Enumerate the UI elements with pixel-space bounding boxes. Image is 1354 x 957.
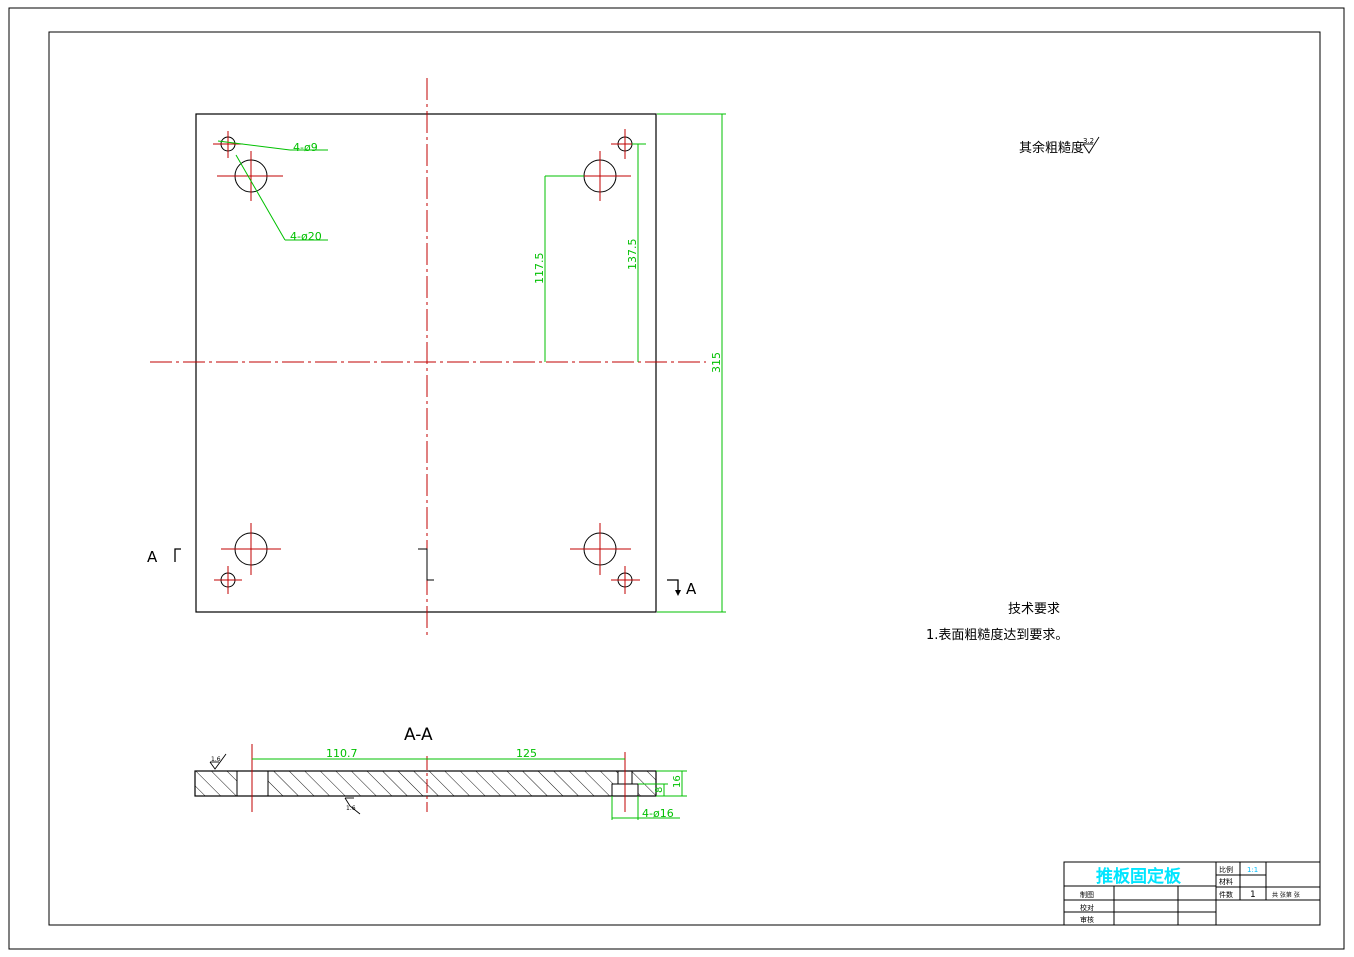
roughness-top-text: 1.6 [211,756,221,763]
section-cut-mark-left: A [147,548,181,566]
title-qty-label: 件数 [1219,890,1233,899]
title-material-label: 材料 [1219,877,1233,886]
dimension-137-5: 137.5 [626,143,646,362]
dimension-110-7: 110.7 [252,747,427,760]
dimension-4-phi16: 4-ø16 [611,796,680,820]
outer-border [8,7,1345,950]
title-block: 推板固定板 比例 1:1 材料 件数 1 共 张第 张 制图 校对 审核 [1063,861,1321,926]
roughness-bottom-text: 1.6 [346,805,356,812]
plate-outline [195,113,657,613]
title-part-name: 推板固定板 [1096,866,1182,887]
large-hole-top-left [217,151,283,201]
dimension-4-phi20: 4-ø20 [235,154,328,243]
plan-view: A A 4-ø9 4-ø20 117.5 137.5 [147,78,726,637]
tech-req-title: 技术要求 [1008,602,1060,617]
dim-315-text: 315 [710,352,723,373]
dim-4-phi16-text: 4-ø16 [642,807,674,820]
title-qty-value: 1 [1250,890,1256,900]
dimension-cbore-depth: 8 [638,783,668,796]
dim-4-phi20-text: 4-ø20 [290,230,322,243]
small-hole-bottom-right [611,566,640,594]
dim-cbore-depth-text: 8 [654,787,665,793]
general-roughness-value: 3.2 [1083,137,1094,145]
dim-125-text: 125 [516,747,537,760]
tech-req-item-1: 1.表面粗糙度达到要求。 [926,627,1068,643]
general-roughness-label: 其余粗糙度 [1019,140,1084,156]
large-hole-bottom-right [570,523,631,575]
section-offset-mark [418,548,434,581]
title-approved-label: 审核 [1080,915,1094,924]
large-hole-bottom-left [221,523,281,575]
title-drawn-label: 制图 [1080,890,1094,899]
notes: 其余粗糙度 3.2 技术要求 1.表面粗糙度达到要求。 [926,136,1100,643]
section-mark-left-label: A [147,548,158,566]
section-hatch [195,771,656,796]
title-sheet-label: 共 张第 张 [1272,891,1300,899]
dim-110-7-text: 110.7 [326,747,358,760]
section-view: A-A 110.7 125 16 8 [194,725,687,820]
title-scale-value: 1:1 [1247,866,1258,874]
general-roughness-symbol: 3.2 [1082,136,1100,154]
section-title: A-A [404,725,433,745]
small-hole-bottom-left [214,566,242,594]
dimension-117-5: 117.5 [533,175,584,362]
dim-137-5-text: 137.5 [626,239,639,271]
title-checked-label: 校对 [1080,903,1094,912]
section-mark-right-label: A [686,580,697,598]
dim-4-phi9-text: 4-ø9 [293,141,318,154]
inner-border [48,31,1321,926]
dimension-thickness: 16 [656,770,687,797]
section-cut-mark-right: A [667,579,697,598]
title-scale-label: 比例 [1219,865,1233,874]
dim-117-5-text: 117.5 [533,253,546,285]
roughness-symbol-top: 1.6 [209,753,227,770]
dim-thickness-text: 16 [672,775,683,788]
dimension-315: 315 [657,113,726,613]
small-hole-top-left [213,131,243,158]
dimension-4-phi9: 4-ø9 [217,140,328,154]
roughness-symbol-bottom: 1.6 [344,797,361,815]
dimension-125: 125 [427,747,625,760]
